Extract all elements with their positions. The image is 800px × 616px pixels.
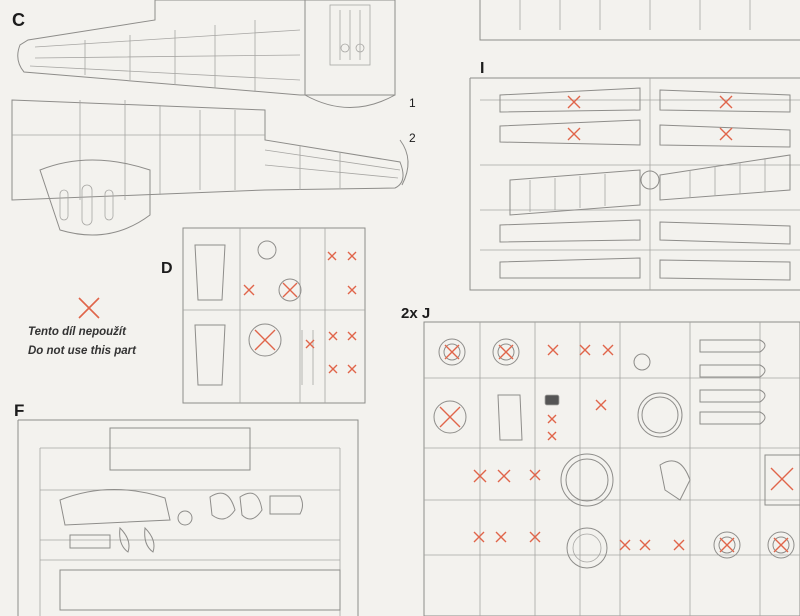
cross-mark-icon xyxy=(78,297,100,319)
wing-part-2 xyxy=(11,99,409,236)
part-number-1: 1 xyxy=(409,96,416,110)
sprue-label-d: D xyxy=(161,260,173,277)
legend-text-english: Do not use this part xyxy=(28,345,136,357)
sprue-f-frame xyxy=(17,419,359,616)
legend-text-czech: Tento díl nepoužít xyxy=(28,326,126,338)
wing-part-1 xyxy=(17,0,396,108)
sprue-label-i: I xyxy=(480,60,485,77)
do-not-use-marks xyxy=(243,95,794,553)
sprue-i-frame xyxy=(469,0,800,291)
sprue-label-c: C xyxy=(12,10,25,30)
sprue-d-frame xyxy=(182,227,366,404)
sprue-label-j: 2x J xyxy=(401,305,431,322)
sprue-j-frame xyxy=(423,321,800,616)
sprue-label-f: F xyxy=(14,401,25,420)
part-number-2: 2 xyxy=(409,131,416,145)
